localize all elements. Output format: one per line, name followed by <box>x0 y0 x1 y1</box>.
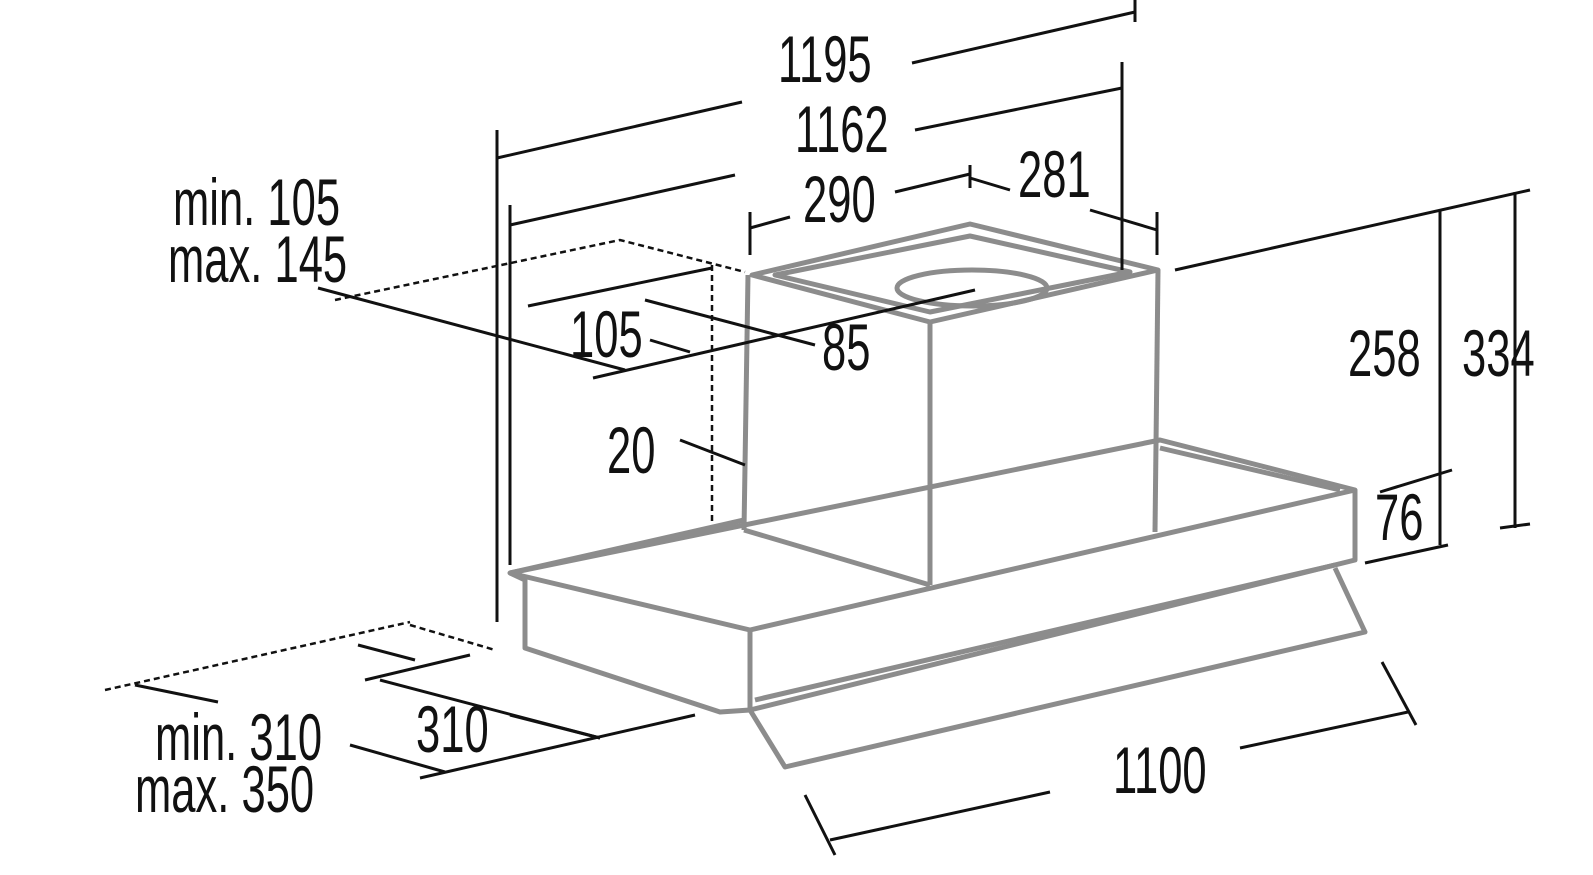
label-min-105: min. 105 <box>173 165 340 239</box>
dimension-labels: 1195 1162 290 281 min. 105 max. 145 105 … <box>135 22 1535 826</box>
label-281: 281 <box>1018 137 1091 211</box>
label-1195: 1195 <box>778 22 872 96</box>
label-1162: 1162 <box>795 92 889 166</box>
label-334: 334 <box>1462 316 1535 390</box>
label-290: 290 <box>803 162 876 236</box>
label-310: 310 <box>416 692 489 766</box>
label-1100: 1100 <box>1113 733 1207 807</box>
label-258: 258 <box>1348 316 1421 390</box>
dimension-lines <box>104 0 1531 856</box>
label-105: 105 <box>570 297 643 371</box>
label-20: 20 <box>607 413 655 487</box>
label-85: 85 <box>822 310 870 384</box>
label-min-310: min. 310 <box>155 700 322 774</box>
hood-outline <box>507 221 1368 770</box>
label-76: 76 <box>1375 480 1423 554</box>
label-max-145: max. 145 <box>168 222 347 296</box>
label-max-350: max. 350 <box>135 752 314 826</box>
slide-arrow-icon <box>357 643 416 662</box>
